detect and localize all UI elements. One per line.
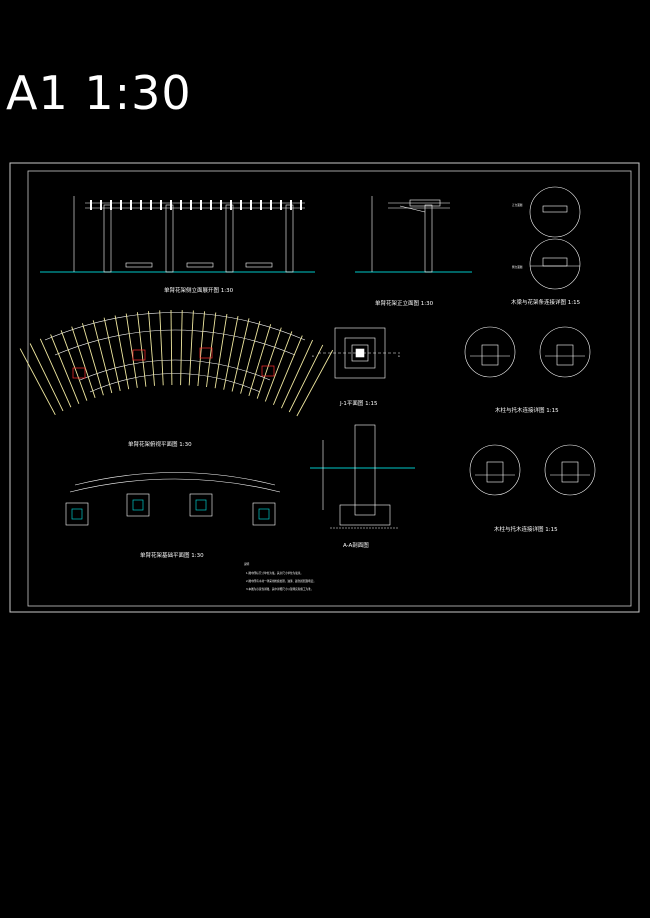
rafter-line (159, 310, 164, 386)
rafter-line (214, 314, 228, 389)
notes-block: 说明 1.图中所标尺寸单位为毫，其余尺寸单位为毫米。 2.图中所有木材一律采用防… (244, 562, 316, 591)
rafter-line (81, 323, 104, 396)
plan-foundation-posts (71, 499, 270, 520)
rafter-line (223, 316, 239, 390)
notes-heading: 说明 (244, 562, 250, 566)
detail-col2-caption: 木柱与托木连接详图 1:15 (494, 525, 558, 533)
rafter-line (136, 312, 147, 387)
plan-jj (318, 327, 400, 379)
rafter-line (92, 320, 113, 394)
plan-foundation (65, 472, 281, 526)
elevation-main (40, 196, 315, 273)
rafter-line (170, 309, 173, 386)
marker-a-left: A (312, 354, 314, 358)
section-aa (310, 424, 415, 529)
elevation-main-rafters (90, 200, 302, 210)
plan-top-caption: 单臂花架俯视平面图 1:30 (128, 440, 192, 448)
sheet-title: A1 1:30 (6, 66, 192, 120)
plan-top-arcs (44, 312, 306, 393)
rafter-line (114, 315, 130, 390)
outer-frame (9, 162, 640, 613)
rafter-line (103, 317, 121, 391)
inner-frame (27, 170, 632, 607)
rafter-line (296, 349, 334, 417)
detail-beam-circles (529, 186, 581, 290)
rafter-line (288, 344, 324, 413)
plan-found-caption: 单臂花架基础平面图 1:30 (140, 551, 204, 559)
rafter-line (206, 312, 217, 388)
rafter-line (280, 339, 314, 409)
rafter-line (231, 318, 250, 392)
rafter-line (240, 320, 261, 394)
elev-main-caption: 单臂花架侧立面展开图 1:30 (164, 286, 234, 294)
rafter-line (188, 310, 194, 386)
detail-col1-caption: 木柱与托木连接详图 1:15 (495, 406, 559, 414)
view-front-label: 正立面图 (512, 203, 523, 207)
rafter-line (125, 313, 138, 388)
rafter-line (29, 343, 64, 412)
section-aa-caption: A-A剖面图 (343, 541, 369, 549)
rafter-line (39, 338, 72, 408)
detail-col1-circles (464, 326, 591, 378)
detail-col2-circles (469, 444, 596, 496)
rafter-line (197, 311, 206, 387)
notes-line-1: 1.图中所标尺寸单位为毫，其余尺寸单位为毫米。 (246, 571, 303, 575)
view-side-label: 侧立面图 (512, 265, 523, 269)
notes-line-2: 2.图中所有木材一律采用防腐处理，油漆、颜色按照现场定。 (246, 579, 316, 583)
rafter-line (248, 324, 272, 397)
rafter-line (50, 334, 80, 404)
rafter-line (272, 335, 303, 405)
rafter-line (148, 311, 155, 386)
rafter-line (264, 331, 293, 402)
plan-top-rafters (19, 309, 334, 417)
plan-jj-caption: J-1平面图 1:15 (339, 399, 378, 407)
rafter-line (60, 330, 88, 401)
detail-beam-caption: 木梁与花架条连接详图 1:15 (511, 298, 581, 306)
plan-top-accents (72, 347, 275, 379)
notes-line-3: 3.本图为示意性详图，其中详细尺寸以现场实际施工为准。 (246, 587, 313, 591)
rafter-line (19, 348, 56, 416)
elev-front-caption: 单臂花架正立面图 1:30 (375, 299, 434, 307)
marker-a-right: A (398, 354, 400, 358)
rafter-line (71, 326, 96, 398)
rafter-line (180, 310, 183, 386)
elevation-front (355, 196, 472, 273)
rafter-line (256, 327, 282, 399)
